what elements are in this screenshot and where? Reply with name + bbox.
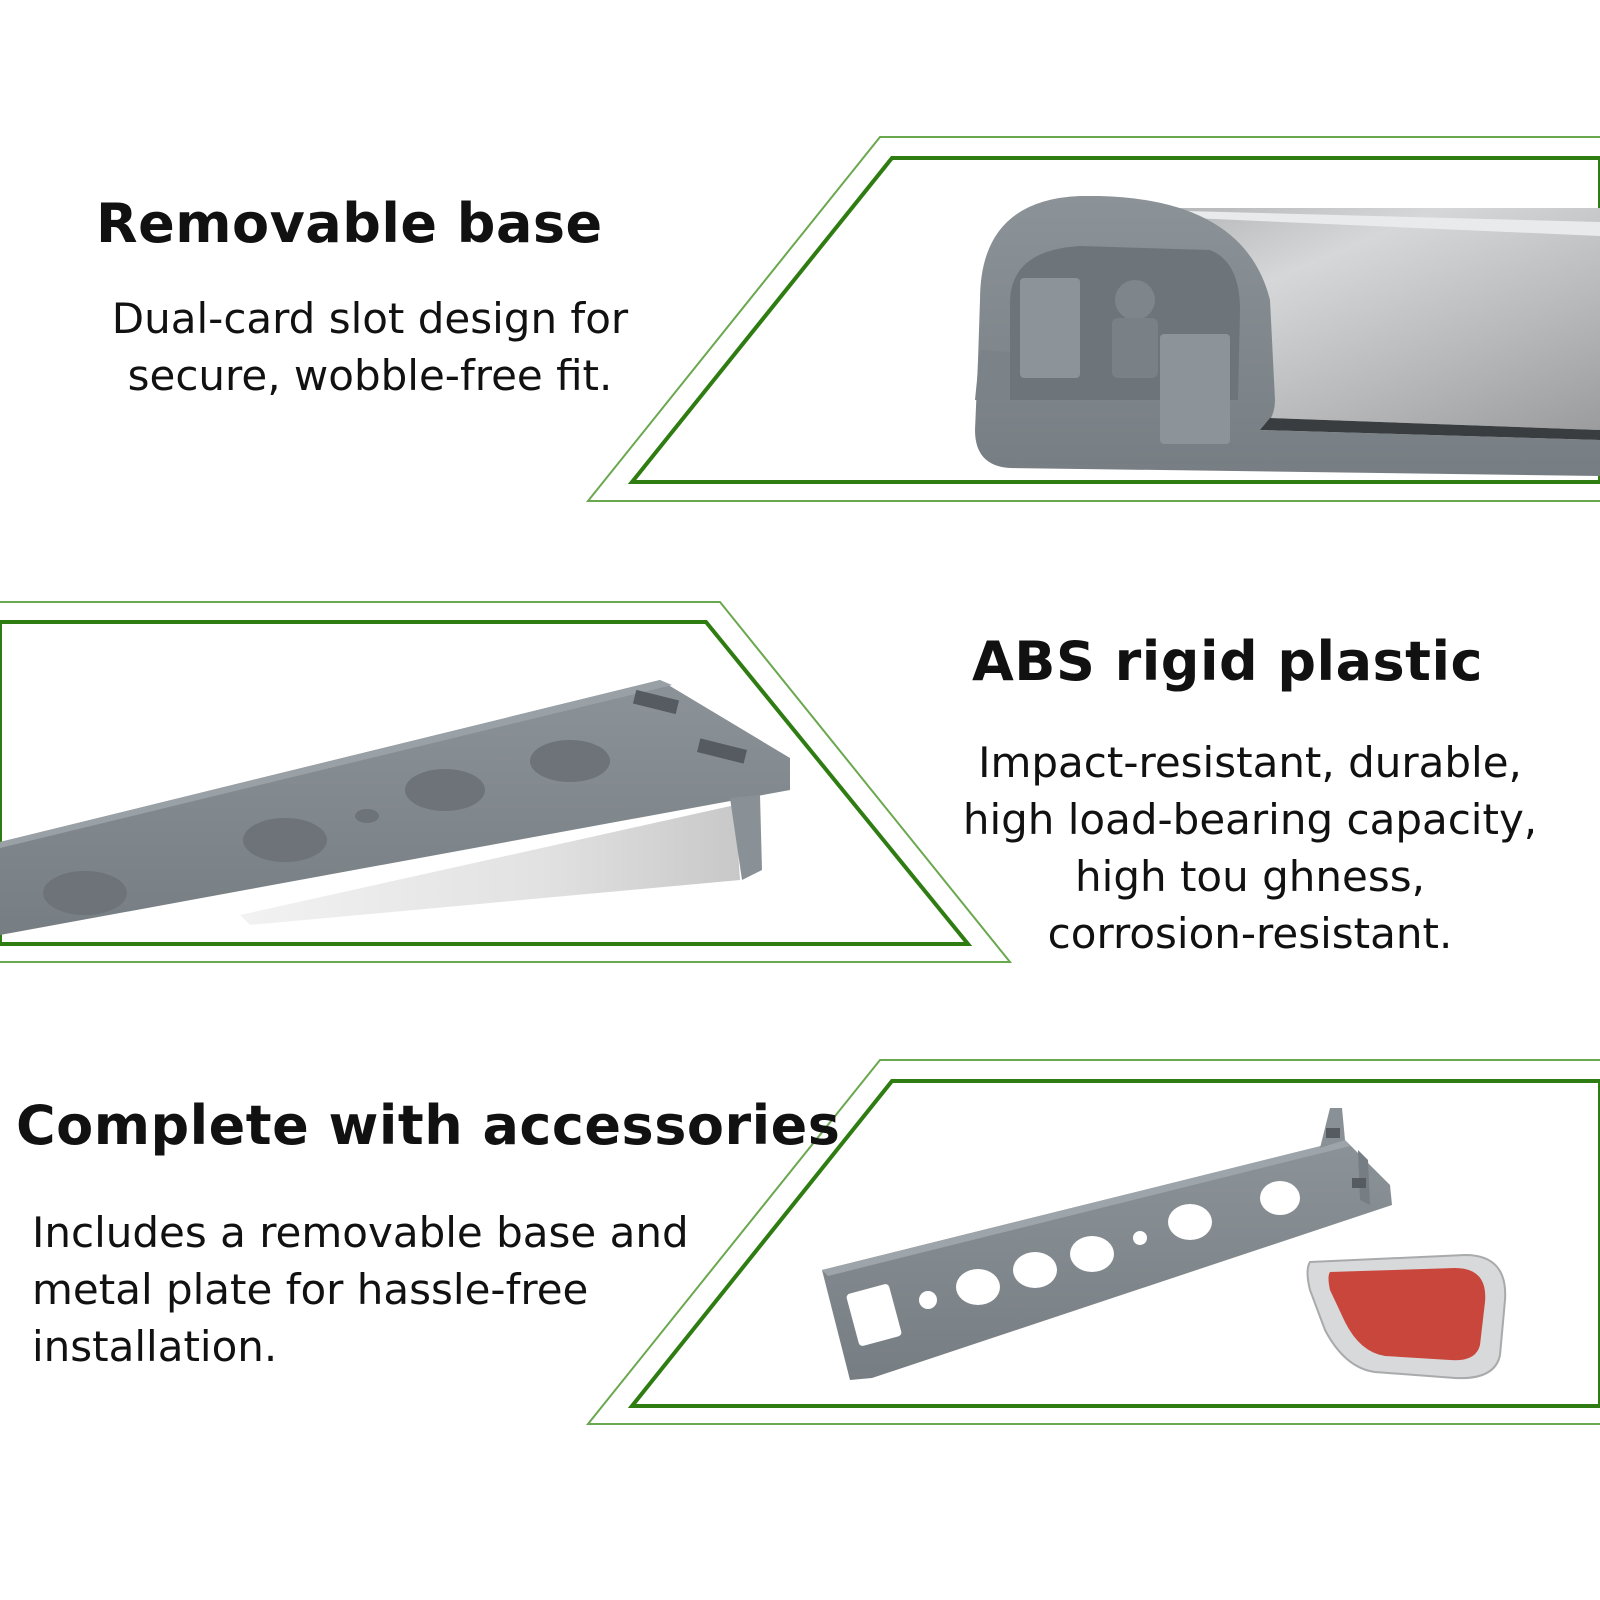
frame-middle <box>0 601 1013 963</box>
frame-bottom <box>585 1059 1600 1425</box>
description-line: high tou ghness, <box>1075 852 1425 901</box>
description-line: corrosion-resistant. <box>1047 909 1453 958</box>
section-heading-accessories: Complete with accessories <box>16 1094 841 1157</box>
section-description-removable-base: Dual-card slot design for secure, wobble… <box>90 290 650 404</box>
magnet-end-cap-image <box>975 196 1600 476</box>
section-description-accessories: Includes a removable base and metal plat… <box>32 1204 689 1375</box>
description-line: installation. <box>32 1322 278 1371</box>
description-line: high load-bearing capacity, <box>962 795 1538 844</box>
section-description-abs-plastic: Impact-resistant, durable, high load-bea… <box>940 734 1560 962</box>
accessories-image <box>822 1108 1507 1380</box>
section-heading-removable-base: Removable base <box>96 192 603 255</box>
description-line: Impact-resistant, durable, <box>978 738 1522 787</box>
abs-base-image <box>0 680 790 935</box>
description-line: metal plate for hassle-free <box>32 1265 589 1314</box>
description-line: Dual-card slot design for <box>111 294 629 343</box>
description-line: Includes a removable base and <box>32 1208 689 1257</box>
description-line: secure, wobble-free fit. <box>127 351 613 400</box>
section-heading-abs-plastic: ABS rigid plastic <box>972 630 1483 693</box>
frame-top <box>585 136 1600 502</box>
